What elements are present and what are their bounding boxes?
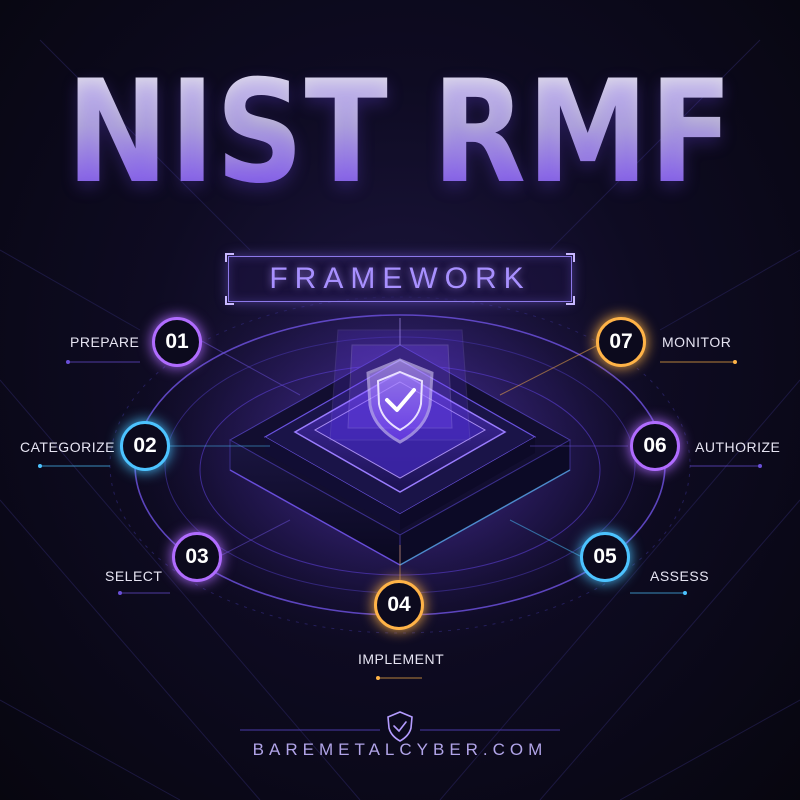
label-underlines	[38, 360, 762, 680]
step-label-select: SELECT	[105, 568, 163, 584]
step-label-monitor: MONITOR	[662, 334, 732, 350]
step-circle-02: 02	[120, 421, 170, 471]
step-circle-04: 04	[374, 580, 424, 630]
footer-url[interactable]: BAREMETALCYBER.COM	[252, 740, 548, 759]
step-label-assess: ASSESS	[650, 568, 710, 584]
frame-corner	[225, 296, 234, 305]
footer-shield-icon	[387, 711, 413, 742]
frame-corner	[566, 253, 575, 262]
step-circle-05: 05	[580, 532, 630, 582]
connector-lines	[170, 339, 628, 580]
step-circle-01: 01	[152, 317, 202, 367]
frame-corner	[566, 296, 575, 305]
footer-decoration	[240, 711, 560, 742]
page-title: NIST RMF	[56, 62, 744, 204]
step-label-prepare: PREPARE	[70, 334, 140, 350]
step-label-categorize: CATEGORIZE	[20, 439, 115, 455]
step-circle-03: 03	[172, 532, 222, 582]
step-label-implement: IMPLEMENT	[358, 651, 445, 667]
page-subtitle: FRAMEWORK	[269, 262, 531, 295]
frame-corner	[225, 253, 234, 262]
step-label-authorize: AUTHORIZE	[695, 439, 781, 455]
step-circle-07: 07	[596, 317, 646, 367]
shield-check-icon	[366, 358, 434, 444]
step-circle-06: 06	[630, 421, 680, 471]
subtitle-frame: FRAMEWORK	[225, 253, 575, 305]
